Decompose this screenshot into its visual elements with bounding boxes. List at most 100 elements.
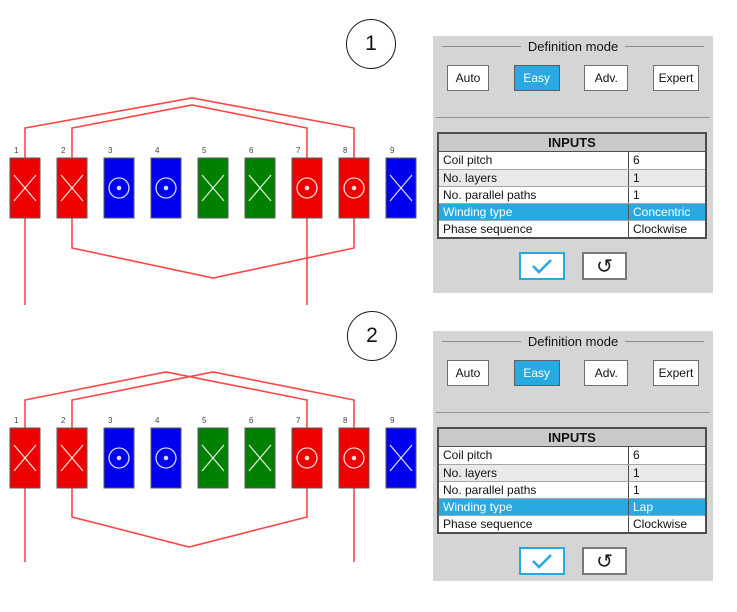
inputs-row-no-layers[interactable]: No. layers 1 <box>439 464 705 481</box>
current-into-page-icon <box>389 444 413 472</box>
slot-number: 8 <box>343 416 348 425</box>
row-label: Coil pitch <box>443 448 493 462</box>
row-label: No. layers <box>443 466 498 480</box>
slot-number: 2 <box>61 416 66 425</box>
current-into-page-icon <box>201 444 225 472</box>
mode-button-easy[interactable]: Easy <box>513 360 560 386</box>
row-label: Phase sequence <box>443 222 533 236</box>
definition-mode-legend: Definition mode <box>433 39 713 54</box>
mode-button-expert[interactable]: Expert <box>652 360 699 386</box>
phase-wire <box>71 218 355 279</box>
action-button-row: ↺ <box>433 252 713 280</box>
current-out-of-page-icon <box>155 447 177 469</box>
check-icon <box>532 554 552 569</box>
row-value: Clockwise <box>628 516 705 532</box>
inputs-table-title: INPUTS <box>439 134 705 152</box>
mode-button-auto[interactable]: Auto <box>447 65 489 91</box>
slot-number: 9 <box>390 416 395 425</box>
row-value: 1 <box>628 187 705 203</box>
row-value: 1 <box>628 465 705 481</box>
inputs-table-title: INPUTS <box>439 429 705 447</box>
row-value: 1 <box>628 170 705 186</box>
phase-wire <box>71 104 308 158</box>
current-into-page-icon <box>60 444 84 472</box>
current-out-of-page-dot <box>163 185 169 191</box>
inputs-row-phase-sequence[interactable]: Phase sequence Clockwise <box>439 515 705 532</box>
phase-wire <box>71 488 308 548</box>
reset-button[interactable]: ↺ <box>582 252 627 280</box>
mode-button-group: Auto Easy Adv. Expert <box>447 360 699 386</box>
current-out-of-page-dot <box>116 455 122 461</box>
current-out-of-page-dot <box>116 185 122 191</box>
reset-button[interactable]: ↺ <box>582 547 627 575</box>
mode-button-adv[interactable]: Adv. <box>584 65 629 91</box>
slot-number: 4 <box>155 146 160 155</box>
current-into-page-icon <box>13 174 37 202</box>
row-value: Lap <box>628 499 705 515</box>
row-value: 6 <box>628 152 705 169</box>
slot-number: 7 <box>296 416 301 425</box>
slot-number: 9 <box>390 146 395 155</box>
current-out-of-page-icon <box>296 177 318 199</box>
confirm-button[interactable] <box>519 547 565 575</box>
slot-number: 4 <box>155 416 160 425</box>
slot-number: 7 <box>296 146 301 155</box>
current-out-of-page-dot <box>351 185 357 191</box>
current-out-of-page-dot <box>163 455 169 461</box>
inputs-row-no-parallel-paths[interactable]: No. parallel paths 1 <box>439 186 705 203</box>
slot-number: 6 <box>249 416 254 425</box>
inputs-row-winding-type[interactable]: Winding type Lap <box>439 498 705 515</box>
slot-number: 5 <box>202 146 207 155</box>
separator-line <box>436 117 710 118</box>
mode-button-auto[interactable]: Auto <box>447 360 489 386</box>
action-button-row: ↺ <box>433 547 713 575</box>
inputs-row-coil-pitch[interactable]: Coil pitch 6 <box>439 152 705 169</box>
slot-number: 6 <box>249 146 254 155</box>
row-value: Clockwise <box>628 221 705 237</box>
row-label: Phase sequence <box>443 517 533 531</box>
figure-number-badge-2: 2 <box>347 311 397 361</box>
phase-wire <box>24 97 355 158</box>
confirm-button[interactable] <box>519 252 565 280</box>
definition-mode-legend: Definition mode <box>433 334 713 349</box>
mode-button-easy[interactable]: Easy <box>513 65 560 91</box>
slot-number: 5 <box>202 416 207 425</box>
figure-number-badge-1: 1 <box>346 19 396 69</box>
current-out-of-page-icon <box>108 447 130 469</box>
row-label: Winding type <box>443 500 513 514</box>
row-label: No. parallel paths <box>443 188 537 202</box>
phase-wire <box>24 371 308 428</box>
slot-number: 2 <box>61 146 66 155</box>
current-into-page-icon <box>201 174 225 202</box>
phase-wire <box>71 371 355 428</box>
current-out-of-page-dot <box>351 455 357 461</box>
row-value: 1 <box>628 482 705 498</box>
current-out-of-page-dot <box>304 185 310 191</box>
inputs-row-phase-sequence[interactable]: Phase sequence Clockwise <box>439 220 705 237</box>
slot-number: 1 <box>14 146 19 155</box>
current-out-of-page-dot <box>304 455 310 461</box>
current-into-page-icon <box>60 174 84 202</box>
mode-button-adv[interactable]: Adv. <box>584 360 629 386</box>
current-out-of-page-icon <box>296 447 318 469</box>
slot-number: 8 <box>343 146 348 155</box>
definition-mode-panel-1: Definition mode Auto Easy Adv. Expert INPUT… <box>433 36 713 293</box>
definition-mode-label: Definition mode <box>527 39 619 54</box>
current-out-of-page-icon <box>343 177 365 199</box>
rotate-ccw-icon: ↺ <box>596 254 613 278</box>
definition-mode-panel-2: Definition mode Auto Easy Adv. Expert INPUT… <box>433 331 713 581</box>
rotate-ccw-icon: ↺ <box>596 549 613 573</box>
mode-button-expert[interactable]: Expert <box>652 65 699 91</box>
row-label: Coil pitch <box>443 153 493 167</box>
current-into-page-icon <box>248 174 272 202</box>
check-icon <box>532 259 552 274</box>
